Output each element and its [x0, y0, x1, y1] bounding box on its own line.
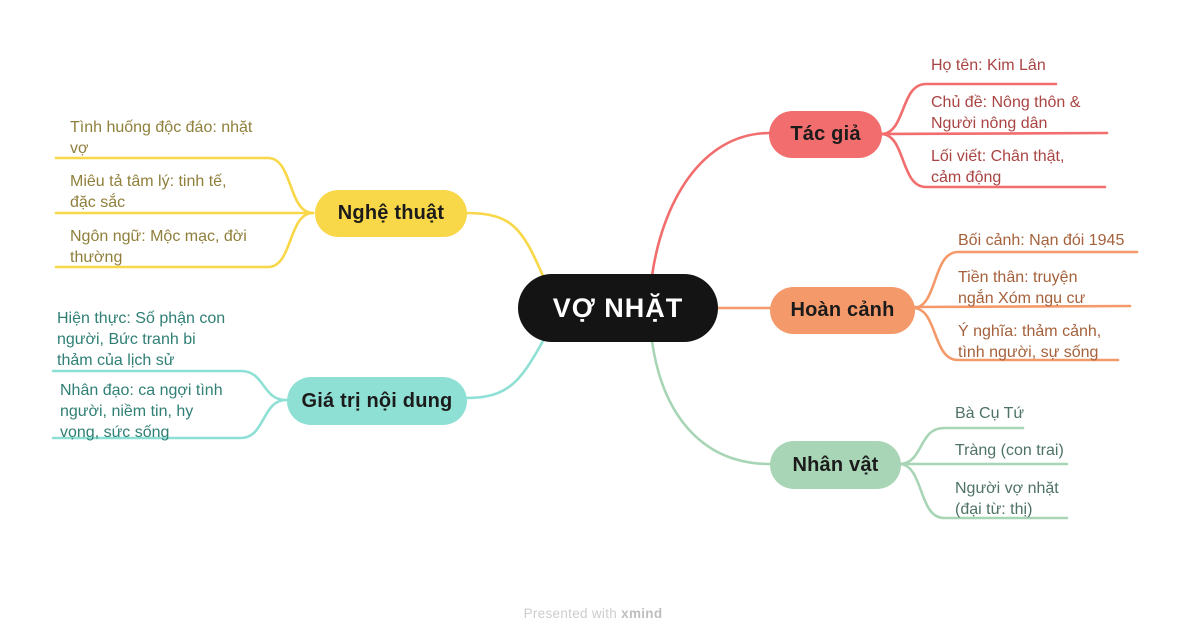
central-topic[interactable]: VỢ NHẶT — [518, 274, 718, 342]
topic-nghe-thuat[interactable]: Nghệ thuật — [315, 190, 467, 237]
subtopic-chu-de[interactable]: Chủ đề: Nông thôn & Người nông dân — [931, 94, 1081, 132]
topic-nhan-vat[interactable]: Nhân vật — [770, 441, 901, 489]
topic-hoan-canh[interactable]: Hoàn cảnh — [770, 287, 915, 334]
subtopic-hien-thuc[interactable]: Hiện thực: Số phận con người, Bức tranh … — [57, 310, 226, 369]
branch-lines-tac-gia — [650, 82, 1109, 278]
subtopic-y-nghia[interactable]: Ý nghĩa: thảm cảnh, tình người, sự sống — [958, 323, 1102, 361]
subtopic-boi-canh[interactable]: Bối cảnh: Nạn đói 1945 — [958, 232, 1125, 249]
topic-gia-tri-noi-dung[interactable]: Giá trị nội dung — [287, 377, 467, 425]
branch-lines-hoan-canh — [716, 250, 1139, 362]
subtopic-tien-than[interactable]: Tiền thân: truyện ngắn Xóm ngụ cư — [958, 269, 1086, 307]
watermark: Presented with xmind — [0, 606, 1186, 621]
xmind-brand: xmind — [621, 606, 663, 621]
subtopic-trang[interactable]: Tràng (con trai) — [955, 442, 1064, 459]
subtopic-ngon-ngu[interactable]: Ngôn ngữ: Mộc mạc, đời thường — [70, 228, 247, 266]
subtopic-loi-viet[interactable]: Lối viết: Chân thật, cảm động — [931, 148, 1065, 186]
topic-tac-gia[interactable]: Tác giả — [769, 111, 882, 158]
subtopic-nguoi-vo-nhat[interactable]: Người vợ nhặt (đại từ: thị) — [955, 480, 1059, 518]
subtopic-mieu-ta-tam-ly[interactable]: Miêu tả tâm lý: tinh tế, đặc sắc — [70, 173, 227, 211]
subtopic-ba-cu-tu[interactable]: Bà Cụ Tứ — [955, 405, 1025, 422]
watermark-prefix: Presented with — [523, 606, 622, 621]
subtopic-nhan-dao[interactable]: Nhân đạo: ca ngợi tình người, niềm tin, … — [60, 382, 223, 441]
branch-lines-gia-tri — [51, 339, 545, 440]
subtopic-ho-ten[interactable]: Họ tên: Kim Lân — [931, 57, 1046, 74]
branch-lines-nghe-thuat — [54, 156, 545, 278]
subtopic-tinh-huong[interactable]: Tình huống độc đáo: nhặt vợ — [70, 119, 253, 157]
branch-lines-nhan-vat — [650, 339, 1069, 520]
